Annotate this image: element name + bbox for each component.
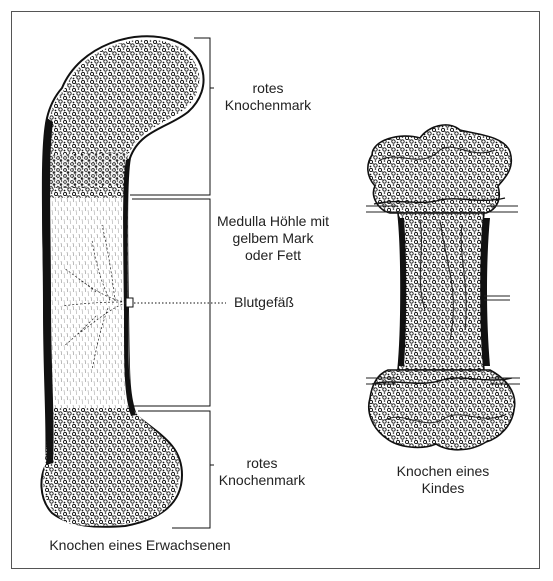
medulla-label-line3: oder Fett (206, 247, 340, 264)
adult-top-dense-band (49, 152, 128, 188)
medulla-label-line1: Medulla Höhle mit (206, 213, 340, 230)
child-bone-caption-line1: Knochen eines (388, 463, 498, 480)
child-shaft (398, 213, 484, 370)
child-bone (366, 125, 520, 450)
vessel-label: Blutgefäß (224, 294, 304, 311)
adult-bottom-spongy-region (43, 408, 180, 526)
medulla-label-line2: gelbem Mark (206, 230, 340, 247)
top-marrow-label-line2: Knochenmark (218, 97, 318, 114)
top-marrow-label-line1: rotes (218, 80, 318, 97)
adult-bone-caption: Knochen eines Erwachsenen (30, 537, 250, 554)
bottom-marrow-label-line2: Knochenmark (212, 472, 312, 489)
top-marrow-label: rotes Knochenmark (218, 80, 318, 114)
bottom-marrow-label: rotes Knochenmark (212, 455, 312, 489)
bottom-marrow-label-line1: rotes (212, 455, 312, 472)
child-bone-caption-line2: Kindes (388, 480, 498, 497)
adult-bone (41, 36, 226, 527)
child-bone-caption: Knochen eines Kindes (388, 463, 498, 497)
medulla-label: Medulla Höhle mit gelbem Mark oder Fett (206, 213, 340, 264)
